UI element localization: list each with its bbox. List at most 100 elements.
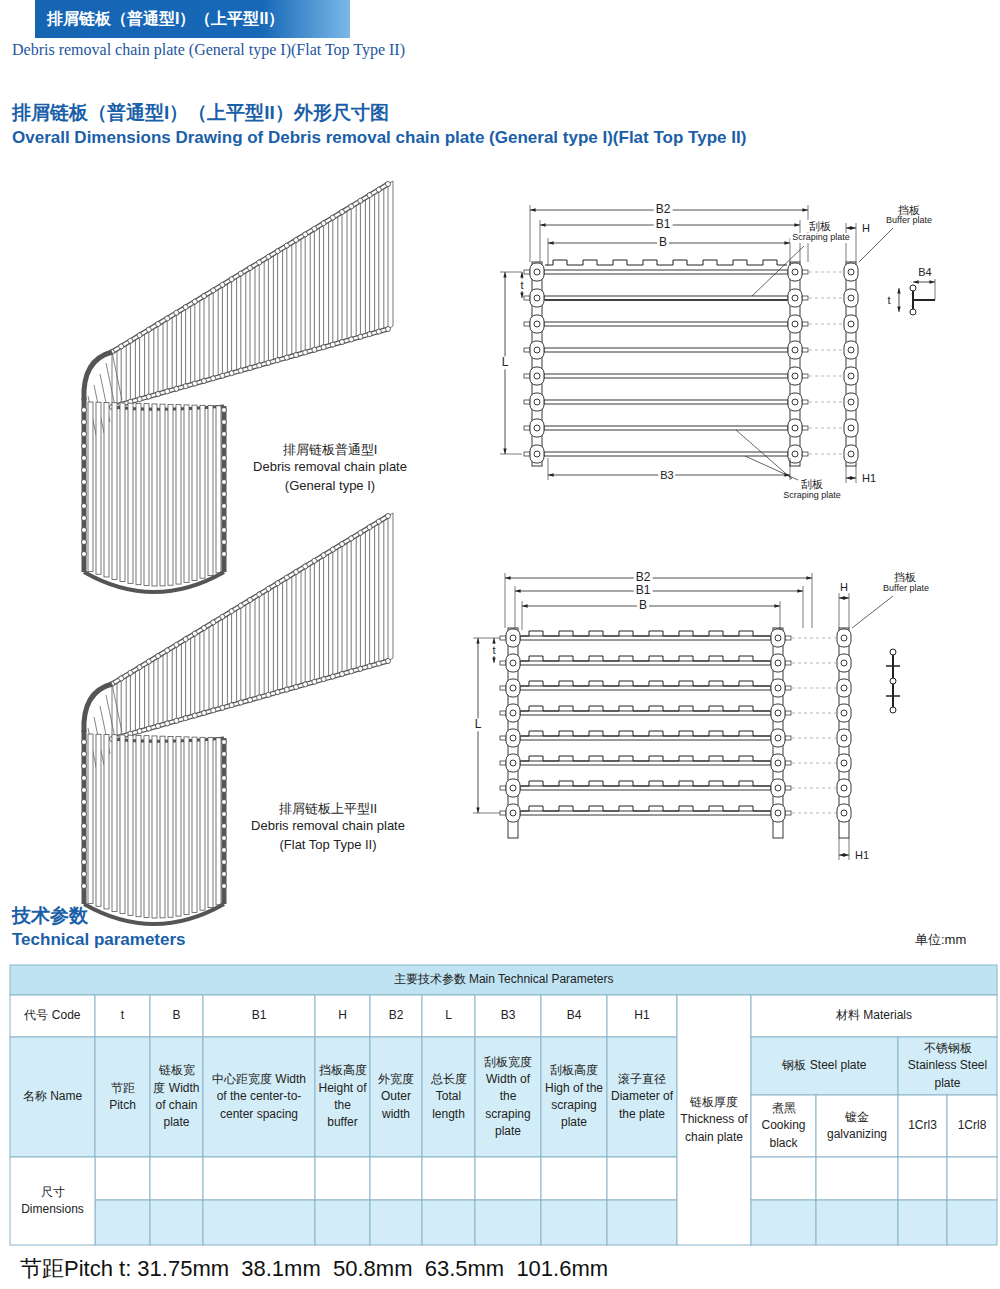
- chain-roller: [156, 392, 161, 397]
- chain-slat: [120, 735, 125, 914]
- chain-pin: [890, 678, 896, 684]
- chain-pin: [848, 295, 854, 301]
- chain-roller: [340, 340, 345, 345]
- chain-pin: [792, 451, 798, 457]
- extension-line: [780, 601, 781, 630]
- chain-slat: [204, 293, 209, 381]
- chain-link: [837, 679, 851, 697]
- bolt-end: [500, 736, 506, 740]
- extension-line: [515, 586, 516, 628]
- part-label: 刮板: [807, 220, 833, 232]
- chain-pin: [775, 785, 781, 791]
- table-cell-box: [898, 1200, 947, 1245]
- chain-roller: [238, 603, 243, 608]
- center-line: [809, 272, 843, 273]
- center-line: [809, 454, 843, 455]
- dimension-line: [522, 606, 780, 607]
- chain-roller: [222, 528, 227, 533]
- chain-slat: [388, 181, 393, 329]
- banner-text: 排屑链板（普通型I）（上平型II）: [47, 9, 284, 30]
- chain-slat: [241, 271, 246, 371]
- dimension-label: B2: [654, 203, 673, 216]
- chain-pin: [792, 269, 798, 275]
- chain-roller: [367, 332, 372, 337]
- center-line: [809, 324, 843, 325]
- center-line: [809, 376, 843, 377]
- chain-slat: [128, 735, 133, 915]
- chain-roller: [82, 848, 87, 853]
- table-cell: 材料 Materials: [751, 995, 997, 1037]
- chain-slat: [259, 591, 264, 697]
- chain-slat: [176, 405, 181, 584]
- chain-roller: [222, 504, 227, 509]
- chain-slat: [96, 734, 101, 906]
- table-cell: H1: [607, 995, 677, 1037]
- chain-slat: [250, 265, 255, 368]
- chain-pin: [841, 810, 847, 816]
- chain-roller: [222, 420, 227, 425]
- center-line: [809, 428, 843, 429]
- chain-slat: [324, 552, 329, 679]
- chain-roller: [284, 575, 289, 580]
- chain-roller: [183, 716, 188, 721]
- chain-pin: [792, 321, 798, 327]
- part-label: Buffer plate: [881, 584, 931, 594]
- subtitle: Debris removal chain plate (General type…: [12, 41, 405, 59]
- dimension-label: H1: [860, 472, 878, 484]
- chain-roller: [266, 360, 271, 365]
- chain-roller: [222, 540, 227, 545]
- chain-slat: [167, 315, 172, 391]
- part-label: Buffer plate: [884, 216, 934, 226]
- chain-pin: [848, 425, 854, 431]
- chain-slat: [104, 734, 109, 908]
- dimension-line: [839, 855, 849, 856]
- table-cell-box: [751, 1157, 816, 1200]
- chain-roller: [119, 344, 124, 349]
- chain-pin: [848, 321, 854, 327]
- chain-slat: [208, 406, 213, 576]
- chain-link: [837, 729, 851, 747]
- table-cell-box: [607, 995, 677, 1037]
- bolt-end: [524, 296, 530, 300]
- table-cell: 外宽度 Outer width: [370, 1037, 422, 1157]
- chain-slat: [351, 203, 356, 339]
- chain-pin: [534, 425, 540, 431]
- chain-slat: [121, 675, 126, 736]
- scraper-teeth: [521, 706, 770, 711]
- table-cell: 滚子直径 Diameter of the plate: [607, 1037, 677, 1157]
- center-line: [809, 402, 843, 403]
- chain-link: [530, 289, 544, 307]
- bolt-end: [785, 711, 791, 715]
- chain-roller: [257, 695, 262, 700]
- chain-pin: [890, 707, 896, 713]
- chain-pin: [775, 635, 781, 641]
- chain-pin: [775, 760, 781, 766]
- chain-roller: [238, 271, 243, 276]
- chain-link: [844, 315, 858, 333]
- chain-roller: [82, 740, 87, 745]
- chain-illustration: [82, 181, 394, 592]
- chain-link: [844, 263, 858, 281]
- chain-roller: [82, 516, 87, 521]
- chain-roller: [330, 342, 335, 347]
- table-cell-box: [370, 995, 422, 1037]
- table-cell-box: [947, 1095, 997, 1157]
- bolt-end: [785, 686, 791, 690]
- table-cell-box: [315, 995, 370, 1037]
- table-cell: 尺寸 Dimensions: [10, 1157, 95, 1245]
- chain-slat: [176, 642, 181, 721]
- chain-slat: [216, 738, 221, 905]
- chain-link: [844, 341, 858, 359]
- chain-roller: [146, 327, 151, 332]
- chain-rail: [222, 406, 227, 572]
- chain-link: [506, 704, 520, 722]
- table-cell-box: [203, 995, 315, 1037]
- table-cell: 不锈钢板 Stainless Steel plate: [898, 1037, 997, 1095]
- chain-roller: [82, 468, 87, 473]
- table-cell-box: [816, 1095, 898, 1157]
- chain-slat: [544, 270, 788, 274]
- chain-slat: [144, 736, 149, 918]
- chain-slat: [241, 603, 246, 703]
- extension-line: [522, 601, 523, 630]
- part-label: Scraping plate: [781, 491, 843, 501]
